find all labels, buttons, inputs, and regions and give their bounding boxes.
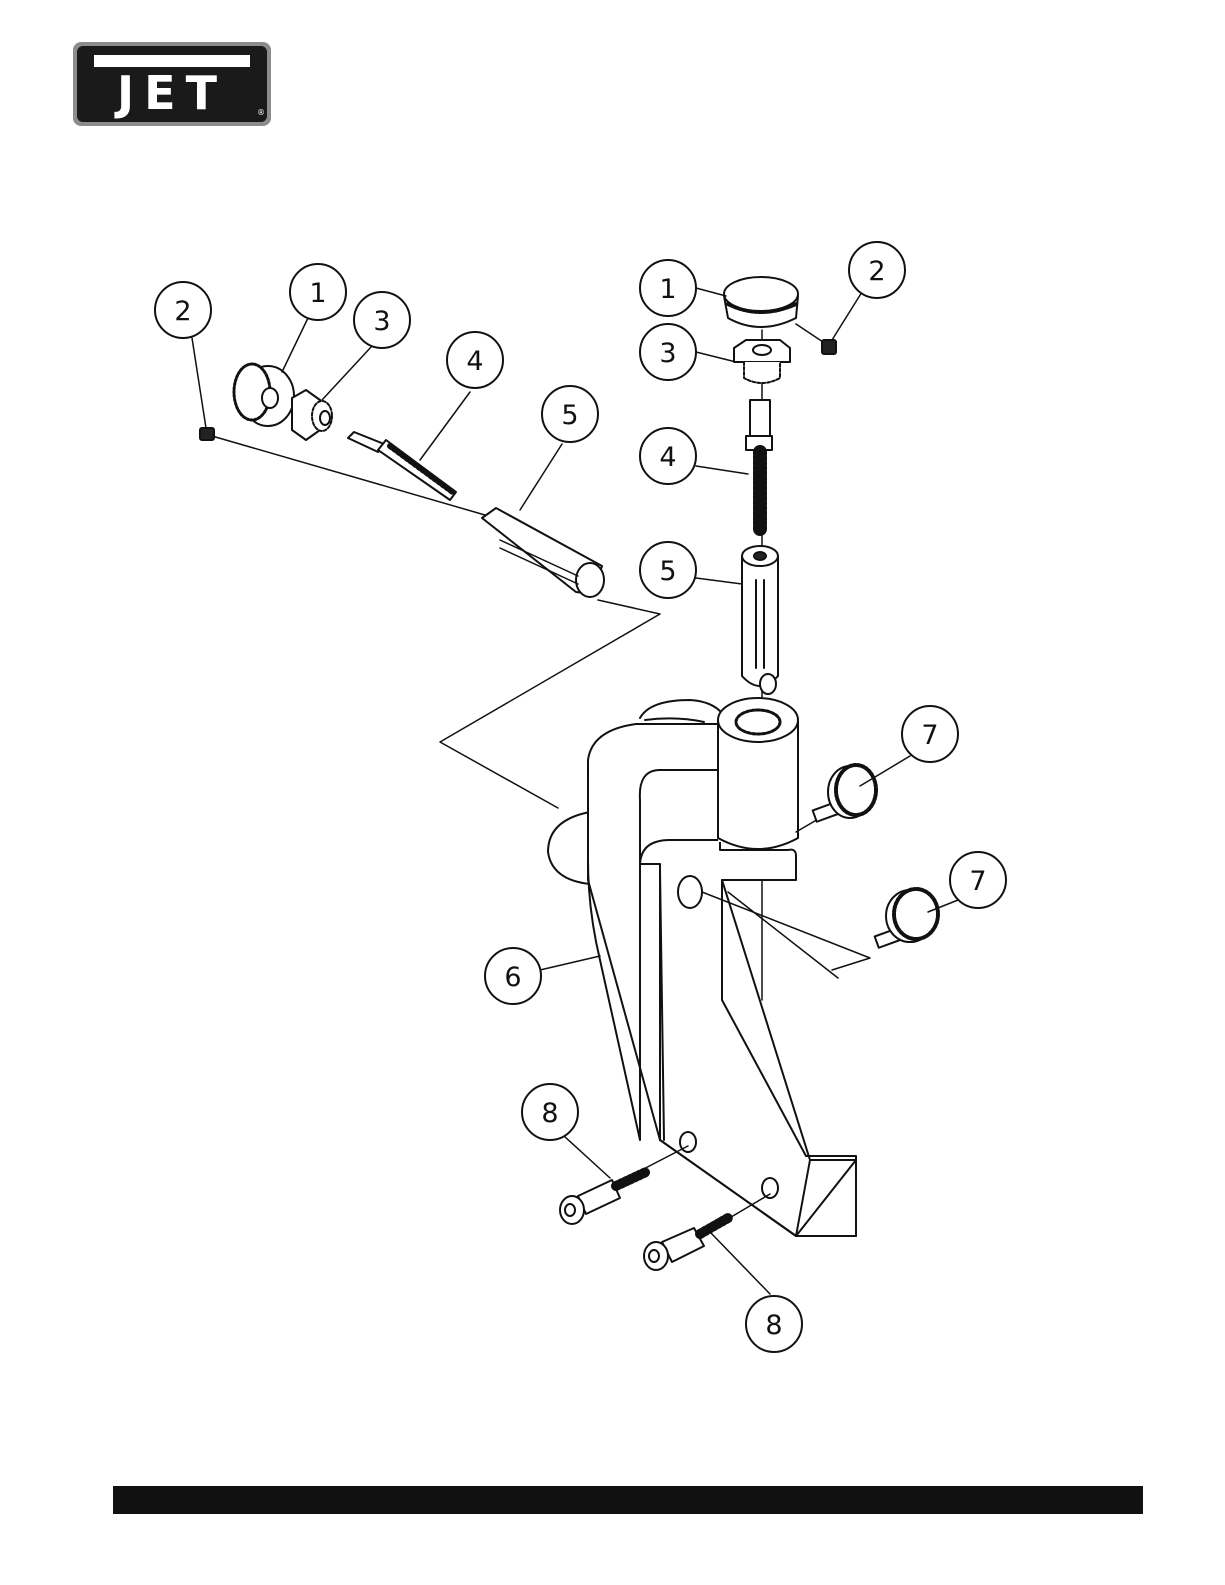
callout-1-right: 1 [640, 260, 696, 316]
callout-3-left: 3 [354, 292, 410, 348]
cap-screw-lower-part-8 [644, 1194, 770, 1270]
svg-text:8: 8 [765, 1310, 782, 1341]
callout-4-right: 4 [640, 428, 696, 484]
cap-screw-upper-part-8 [560, 1146, 688, 1224]
thumb-screw-upper-part-7 [796, 765, 876, 832]
callout-2-left: 2 [155, 282, 211, 338]
svg-text:8: 8 [541, 1098, 558, 1129]
svg-text:4: 4 [466, 346, 483, 377]
callout-6: 6 [485, 948, 541, 1004]
callout-7-upper: 7 [902, 706, 958, 762]
svg-text:6: 6 [504, 962, 521, 993]
footer-bar [113, 1486, 1143, 1514]
left-assembly-axis [212, 436, 485, 515]
svg-text:5: 5 [659, 556, 676, 587]
svg-text:2: 2 [174, 296, 191, 327]
right-split-sleeve-part-5 [742, 546, 778, 694]
svg-text:2: 2 [868, 256, 885, 287]
thumb-screw-lower-part-7 [702, 889, 938, 978]
callout-2-right: 2 [849, 242, 905, 298]
left-knurled-knob-part-1 [234, 364, 294, 426]
left-split-sleeve-part-5 [482, 508, 604, 597]
callout-8-lower: 8 [746, 1296, 802, 1352]
svg-text:7: 7 [921, 720, 938, 751]
right-knurled-knob-part-1 [724, 277, 798, 327]
right-hex-nut-part-3 [734, 340, 790, 383]
callout-8-upper: 8 [522, 1084, 578, 1140]
callout-5-left: 5 [542, 386, 598, 442]
callout-5-right: 5 [640, 542, 696, 598]
callout-1-left: 1 [290, 264, 346, 320]
callout-7-lower: 7 [950, 852, 1006, 908]
svg-text:1: 1 [309, 278, 326, 309]
svg-text:4: 4 [659, 442, 676, 473]
left-hex-nut-part-3 [292, 390, 332, 440]
callout-3-right: 3 [640, 324, 696, 380]
svg-text:5: 5 [561, 400, 578, 431]
right-threaded-spindle-part-4 [746, 400, 772, 530]
left-threaded-spindle-part-4 [348, 432, 456, 500]
svg-text:1: 1 [659, 274, 676, 305]
svg-text:3: 3 [659, 338, 676, 369]
bracket-part-6 [548, 698, 856, 1236]
svg-text:7: 7 [969, 866, 986, 897]
svg-text:3: 3 [373, 306, 390, 337]
right-set-screw-part-2 [796, 324, 836, 354]
callout-4-left: 4 [447, 332, 503, 388]
left-set-screw-part-2 [200, 428, 214, 440]
